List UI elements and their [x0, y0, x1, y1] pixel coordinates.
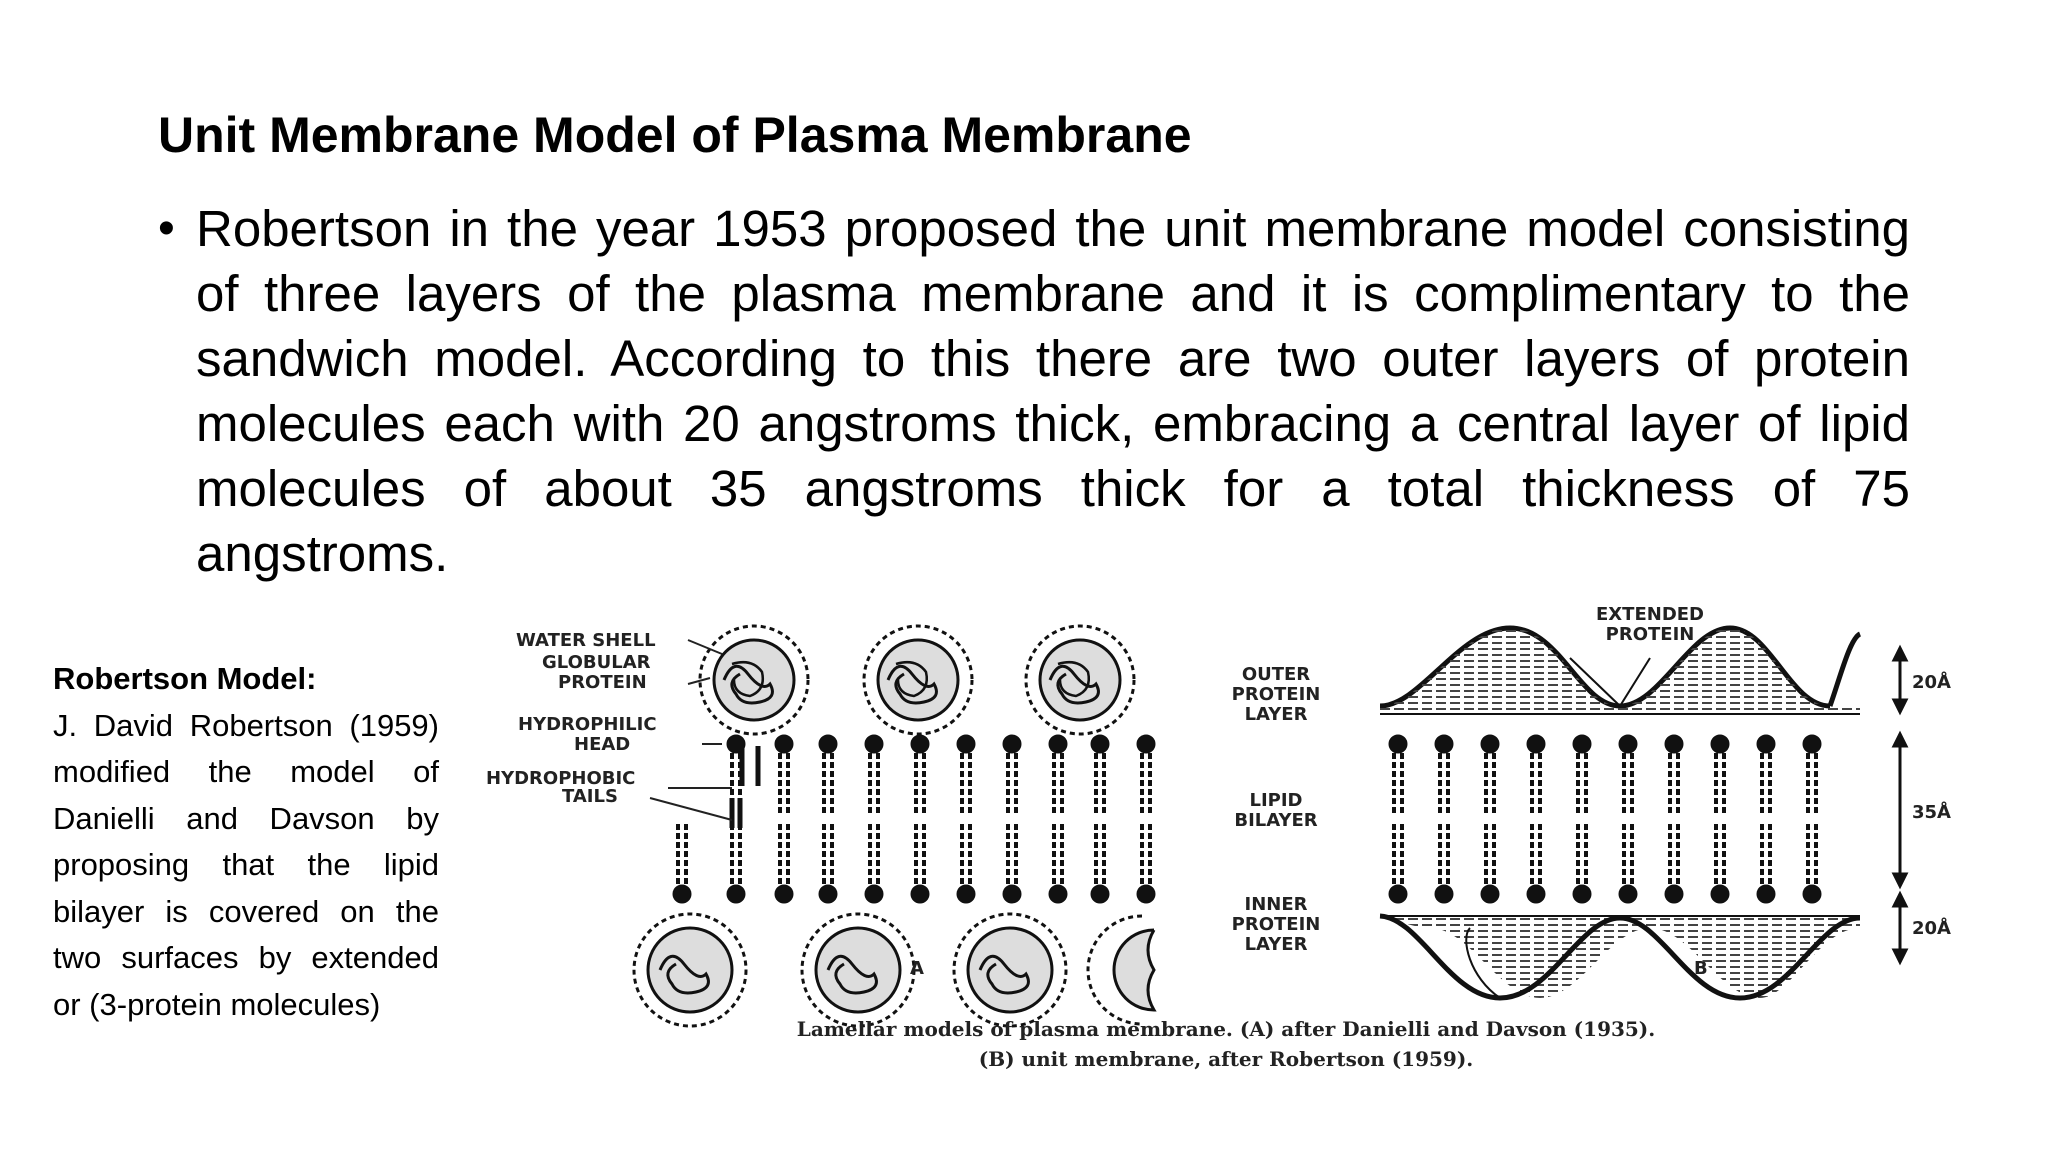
globular-protein-row-top — [698, 624, 1136, 736]
label-hydrophobic-1: HYDROPHOBIC — [486, 768, 635, 789]
label-hydrophilic-2: HEAD — [574, 734, 630, 755]
label-outer-1: OUTER — [1242, 664, 1310, 685]
sidebar-heading: Robertson Model: — [53, 661, 317, 696]
bullet-dot-icon: • — [158, 202, 175, 255]
label-inner-1: INNER — [1245, 894, 1308, 915]
label-outer-2: PROTEIN — [1232, 684, 1321, 705]
label-inner-3: LAYER — [1245, 934, 1308, 955]
sidebar-body: J. David Robertson (1959) modified the m… — [53, 707, 439, 1022]
label-lipid-2: BILAYER — [1234, 810, 1317, 831]
label-lipid-1: LIPID — [1250, 790, 1303, 811]
bullet-text: Robertson in the year 1953 proposed the … — [196, 200, 1910, 582]
lipid-bilayer-a — [672, 734, 1156, 904]
label-dim-top: 20Å — [1912, 670, 1951, 693]
globular-protein-row-bottom — [632, 912, 1157, 1028]
label-outer-3: LAYER — [1245, 704, 1308, 725]
extended-protein-bottom — [1379, 913, 1861, 1001]
bullet-point: • Robertson in the year 1953 proposed th… — [158, 196, 1910, 586]
sidebar-note: Robertson Model: J. David Robertson (195… — [53, 656, 439, 1028]
label-hydrophobic-2: TAILS — [562, 786, 618, 807]
label-globular-1: GLOBULAR — [542, 652, 651, 673]
label-dim-bot: 20Å — [1912, 916, 1951, 939]
panel-a: WATER SHELL GLOBULAR PROTEIN HYDROPHILIC… — [486, 624, 1157, 1028]
label-inner-2: PROTEIN — [1232, 914, 1321, 935]
slide-title: Unit Membrane Model of Plasma Membrane — [158, 107, 1192, 163]
dimension-markers — [1891, 644, 1909, 966]
label-water-shell: WATER SHELL — [516, 630, 656, 651]
extended-protein-top — [1379, 625, 1862, 715]
panel-b: EXTENDED PROTEIN — [1379, 604, 1951, 1001]
membrane-figure: WATER SHELL GLOBULAR PROTEIN HYDROPHILIC… — [470, 598, 1960, 1082]
label-panel-a: A — [910, 958, 924, 979]
label-extended-2: PROTEIN — [1606, 624, 1695, 645]
label-panel-b: B — [1694, 958, 1708, 979]
label-globular-2: PROTEIN — [558, 672, 647, 693]
label-hydrophilic-1: HYDROPHILIC — [518, 714, 657, 735]
layer-labels: OUTER PROTEIN LAYER LIPID BILAYER INNER … — [1232, 664, 1321, 955]
label-extended-1: EXTENDED — [1596, 604, 1704, 625]
lipid-bilayer-b — [1388, 734, 1822, 904]
figure-caption-line-1: Lamellar models of plasma membrane. (A) … — [797, 1017, 1656, 1041]
leader-lines-a — [649, 639, 733, 821]
figure-caption-line-2: (B) unit membrane, after Robertson (1959… — [979, 1047, 1474, 1071]
label-dim-mid: 35Å — [1912, 800, 1951, 823]
